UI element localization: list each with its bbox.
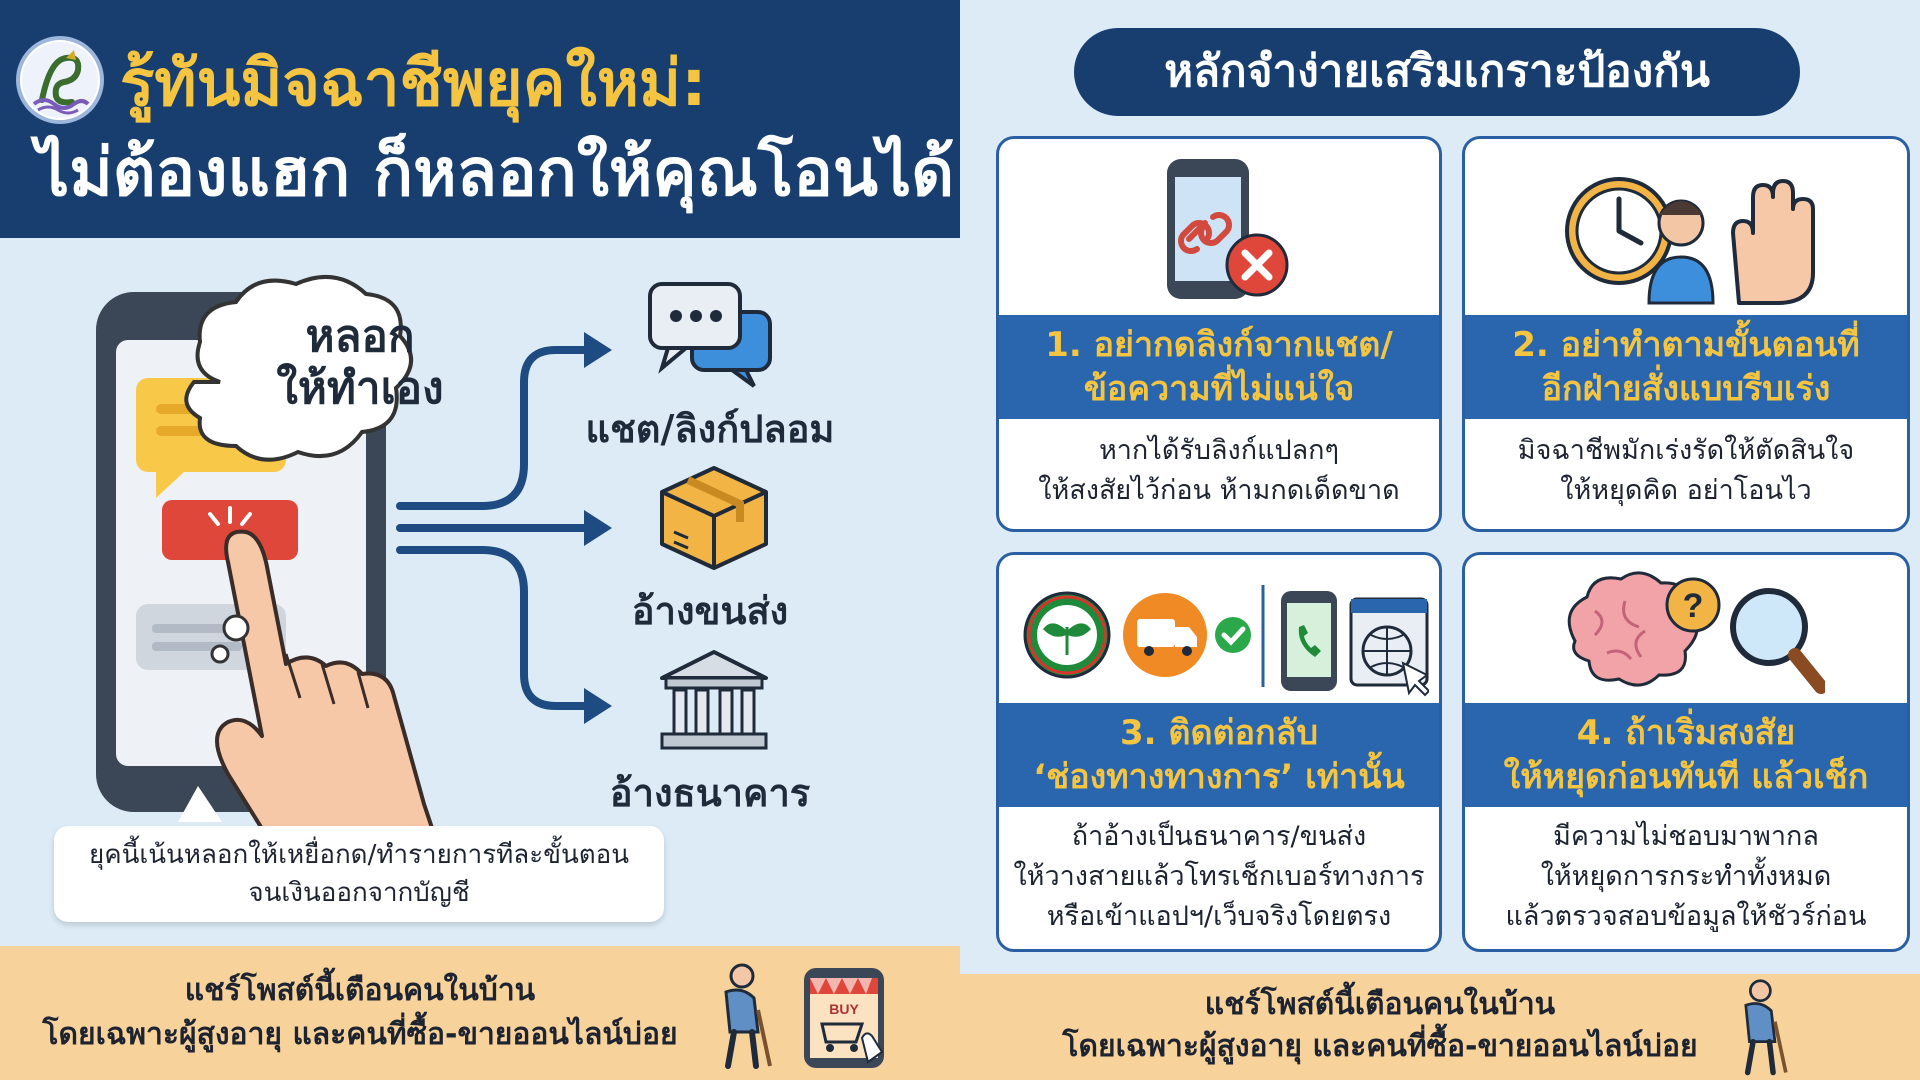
parcel-box-icon <box>660 466 768 570</box>
chat-bubbles-icon <box>648 282 772 388</box>
channel-label-bank: อ้างธนาคาร <box>609 771 811 815</box>
tip-card-2-body-line2: ให้หยุดคิด อย่าโอนไว <box>1560 475 1812 506</box>
arrow-head-icon <box>584 688 612 724</box>
tip-card-1-body: หากได้รับลิงก์แปลกๆ ให้สงสัยไว้ก่อน ห้าม… <box>999 431 1439 511</box>
right-footer-line1: แชร์โพสต์นี้เตือนคนในบ้าน <box>1204 987 1556 1022</box>
branch-arrows <box>396 332 612 724</box>
page-title-line1: รู้ทันมิจฉาชีพยุคใหม่: <box>120 47 707 121</box>
svg-text:?: ? <box>1683 587 1704 625</box>
tip-card-3-header: 3. ติดต่อกลับ ‘ช่องทางทางการ’ เท่านั้น <box>999 703 1439 807</box>
tip-card-3-body-line2: ให้วางสายแล้วโทรเช็กเบอร์ทางการ <box>1013 861 1425 892</box>
left-footer-line2: โดยเฉพาะผู้สูงอายุ และคนที่ซื้อ-ขายออนไล… <box>42 1017 678 1052</box>
red-tap-button-icon <box>162 500 298 560</box>
bank-building-icon <box>660 650 768 750</box>
tip-card-3-body: ถ้าอ้างเป็นธนาคาร/ขนส่ง ให้วางสายแล้วโทร… <box>999 817 1439 937</box>
tip-card-2-header-line2: อีกฝ่ายสั่งแบบรีบเร่ง <box>1541 369 1831 409</box>
tip-card-2: 2. อย่าทำตามขั้นตอนที่ อีกฝ่ายสั่งแบบรีบ… <box>1462 136 1910 532</box>
phone-call-icon <box>1281 591 1337 691</box>
tip-card-2-body-line1: มิจฉาชีพมักเร่งรัดให้ตัดสินใจ <box>1517 435 1855 466</box>
tip-card-4-body-line3: แล้วตรวจสอบข้อมูลให้ชัวร์ก่อน <box>1505 901 1867 932</box>
pointing-hand-icon <box>215 529 439 842</box>
tip-card-3-header-line2: ‘ช่องทางทางการ’ เท่านั้น <box>1033 757 1405 797</box>
bubble-text-line2: ให้ทำเอง <box>276 363 444 414</box>
official-channels-icons <box>1023 585 1429 697</box>
delivery-truck-icon <box>1123 593 1207 677</box>
channel-label-chat: แชต/ลิงก์ปลอม <box>585 407 835 451</box>
question-mark-icon: ? <box>1665 577 1721 633</box>
left-panel: รู้ทันมิจฉาชีพยุคใหม่: ไม่ต้องแฮก ก็หลอก… <box>0 0 960 1080</box>
right-panel: หลักจำง่ายเสริมเกราะป้องกัน 1. อย่ากดลิง… <box>960 0 1920 1080</box>
logo-emblem <box>16 36 104 124</box>
right-title: หลักจำง่ายเสริมเกราะป้องกัน <box>1164 46 1710 97</box>
left-header: รู้ทันมิจฉาชีพยุคใหม่: ไม่ต้องแฮก ก็หลอก… <box>0 0 960 238</box>
warning-note-line2: จนเงินออกจากบัญชี <box>248 878 470 908</box>
brain-question-magnifier-icon: ? <box>1567 571 1825 694</box>
tip-card-3-header-line1: 3. ติดต่อกลับ <box>1119 713 1319 753</box>
tip-card-1: 1. อย่ากดลิงก์จากแชต/ ข้อความที่ไม่แน่ใจ… <box>996 136 1442 532</box>
tip-card-4-header-line1: 4. ถ้าเริ่มสงสัย <box>1576 713 1796 753</box>
tip-card-3-body-line3: หรือเข้าแอปฯ/เว็บจริงโดยตรง <box>1046 901 1392 932</box>
left-footer-line1: แชร์โพสต์นี้เตือนคนในบ้าน <box>184 973 536 1008</box>
channel-label-shipping: อ้างขนส่ง <box>631 589 789 633</box>
thought-cloud-icon <box>184 275 414 664</box>
naga-emblem-icon <box>22 42 98 118</box>
tip-card-1-header: 1. อย่ากดลิงก์จากแชต/ ข้อความที่ไม่แน่ใจ <box>999 315 1439 419</box>
tip-card-4-body-line1: มีความไม่ชอบมาพากล <box>1553 821 1819 852</box>
right-title-pill: หลักจำง่ายเสริมเกราะป้องกัน <box>1074 28 1800 116</box>
tip-card-2-header-line1: 2. อย่าทำตามขั้นตอนที่ <box>1512 325 1860 365</box>
tip-card-4: ? 4. ถ้าเริ่มสงสัย ให้หยุดก่อนทันที แล้ว… <box>1462 552 1910 952</box>
online-shop-phone-icon: BUY <box>804 968 884 1068</box>
tip-card-3-body-line1: ถ้าอ้างเป็นธนาคาร/ขนส่ง <box>1071 821 1367 852</box>
tip-card-4-body-line2: ให้หยุดการกระทำทั้งหมด <box>1540 861 1832 892</box>
shop-sign-text: BUY <box>829 1001 859 1017</box>
tip-card-2-header: 2. อย่าทำตามขั้นตอนที่ อีกฝ่ายสั่งแบบรีบ… <box>1465 315 1907 419</box>
phone-broken-link-icon <box>1167 159 1289 299</box>
bubble-text-line1: หลอก <box>305 311 415 362</box>
official-website-icon <box>1349 597 1429 697</box>
tip-card-1-header-line1: 1. อย่ากดลิงก์จากแชต/ <box>1045 325 1393 365</box>
left-footer: แชร์โพสต์นี้เตือนคนในบ้าน โดยเฉพาะผู้สูง… <box>0 946 960 1080</box>
tip-card-1-body-line2: ให้สงสัยไว้ก่อน ห้ามกดเด็ดขาด <box>1038 475 1400 506</box>
magnifying-glass-icon <box>1730 588 1825 694</box>
arrow-head-icon <box>584 332 612 368</box>
tip-card-1-header-line2: ข้อความที่ไม่แน่ใจ <box>1083 369 1355 409</box>
tip-card-4-header-line2: ให้หยุดก่อนทันที แล้วเช็ก <box>1503 757 1869 797</box>
tip-card-4-header: 4. ถ้าเริ่มสงสัย ให้หยุดก่อนทันที แล้วเช… <box>1465 703 1907 807</box>
right-footer: แชร์โพสต์นี้เตือนคนในบ้าน โดยเฉพาะผู้สูง… <box>960 974 1920 1080</box>
tip-card-4-body: มีความไม่ชอบมาพากล ให้หยุดการกระทำทั้งหม… <box>1465 817 1907 937</box>
arrow-head-icon <box>584 510 612 546</box>
tip-card-2-body: มิจฉาชีพมักเร่งรัดให้ตัดสินใจ ให้หยุดคิด… <box>1465 431 1907 511</box>
right-footer-line2: โดยเฉพาะผู้สูงอายุ และคนที่ซื้อ-ขายออนไล… <box>1062 1029 1698 1064</box>
page-title-line2: ไม่ต้องแฮก ก็หลอกให้คุณโอนได้ <box>36 134 955 211</box>
clock-person-stop-hand-icon <box>1565 177 1815 305</box>
elderly-person-icon <box>724 963 772 1069</box>
warning-note: ยุคนี้เน้นหลอกให้เหยื่อกด/ทำรายการทีละขั… <box>54 826 664 922</box>
elderly-person-icon <box>1744 979 1788 1076</box>
phone-illustration <box>96 275 439 842</box>
tip-card-1-body-line1: หากได้รับลิงก์แปลกๆ <box>1098 435 1340 466</box>
tip-card-3: 3. ติดต่อกลับ ‘ช่องทางทางการ’ เท่านั้น ถ… <box>996 552 1442 952</box>
verified-check-icon <box>1215 617 1251 653</box>
bank-logo-icon <box>1023 591 1111 679</box>
warning-note-line1: ยุคนี้เน้นหลอกให้เหยื่อกด/ทำรายการทีละขั… <box>88 840 630 870</box>
